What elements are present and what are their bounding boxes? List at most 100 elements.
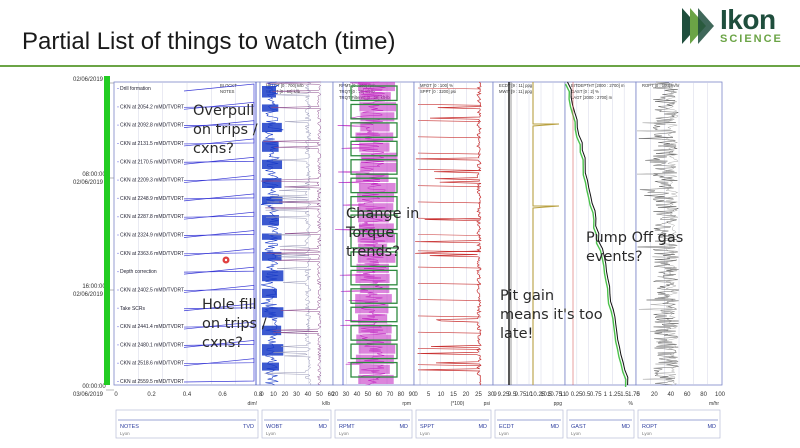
torque-trend-box — [350, 195, 398, 212]
note-label: CKN at 2441.4 mMD/TVDRT — [120, 324, 184, 330]
torque-fill — [355, 294, 392, 304]
torque-fill — [358, 183, 396, 193]
spp-connection-drop — [417, 364, 482, 367]
x-tick-label: 10.75 — [547, 392, 563, 398]
x-unit: % — [629, 401, 634, 407]
note-label: CKN at 2170.5 mMD/TVDRT — [120, 159, 184, 165]
annotation-line: cxns? — [202, 335, 243, 351]
torque-fill — [359, 142, 390, 152]
x-unit: k/lb — [322, 401, 330, 407]
spp-connection-drop — [417, 169, 482, 171]
logo-subtitle: SCIENCE — [720, 33, 783, 45]
note-label: CKN at 2559.5 mMD/TVDRT — [120, 379, 184, 385]
wob-spike — [262, 178, 282, 189]
annotation-line: Torque — [346, 225, 395, 241]
footer-ref: MD — [399, 424, 408, 430]
footer-ref: MD — [478, 424, 487, 430]
annotation-line: means it's too — [500, 307, 603, 323]
spp-connection-drop — [417, 120, 482, 122]
blockt-trace — [183, 321, 255, 346]
wob-spike — [262, 141, 279, 152]
spp-connection-drop — [417, 152, 482, 155]
spp-connection-drop — [417, 315, 482, 318]
torque-fill — [360, 112, 395, 122]
x-tick-label: 20 — [463, 392, 470, 398]
track-legend: MWIT [9 : 11] ppg — [499, 89, 533, 94]
note-label: CKN at 2209.3 mMD/TVDRT — [120, 178, 184, 184]
footer-sub: Lyon — [120, 431, 130, 436]
track-legend: MFOT [0 : 100] % — [420, 83, 453, 88]
torque-fill — [357, 314, 388, 324]
footer-sub: Lyon — [642, 431, 652, 436]
y-tick-time: 00:00:00 — [82, 384, 106, 390]
spp-connection-drop — [417, 299, 482, 301]
spp-connection-drop — [417, 217, 482, 220]
wob-trace — [260, 81, 284, 386]
track-footer-ecd — [494, 409, 564, 439]
x-tick-label: 30 — [293, 392, 300, 398]
torque-trend-box — [350, 325, 398, 341]
rop-aux-trace — [636, 81, 679, 386]
torque-fill — [356, 334, 392, 344]
x-tick-label: 0.2 — [147, 392, 156, 398]
wob-spike — [262, 215, 279, 226]
footer-name: RPMT — [339, 424, 355, 430]
blockt-trace — [183, 138, 255, 163]
logo-mark-icon — [682, 8, 714, 44]
footer-ref: MD — [318, 424, 327, 430]
annotation-line: Overpull — [193, 103, 255, 119]
x-tick-label: 40 — [305, 392, 312, 398]
torque-fill — [357, 193, 395, 203]
blockt-trace — [183, 339, 255, 365]
x-tick-label: 90 — [409, 392, 416, 398]
x-tick-label: 9.5 — [508, 392, 517, 398]
spp-connection-drop — [417, 103, 482, 106]
footer-name: GAST — [571, 424, 587, 430]
x-tick-label: 9.75 — [515, 392, 527, 398]
y-tick-time: 16:00:00 — [82, 284, 106, 290]
spp-connection-drop — [417, 331, 482, 334]
track-footer-spp — [415, 409, 492, 439]
x-tick-label: 1.5 — [620, 392, 629, 398]
torque-fill — [358, 223, 394, 233]
x-tick-label: 20 — [651, 392, 658, 398]
note-label: Depth correction — [120, 269, 157, 275]
blockt-trace — [183, 285, 255, 310]
torque-fill — [360, 122, 390, 132]
hookload-trace — [264, 81, 312, 386]
track-legend: BLOCKT — [220, 83, 237, 88]
spp-connection-drop — [417, 250, 482, 253]
x-tick-label: 0 — [414, 392, 418, 398]
blockt-trace — [183, 101, 255, 126]
x-tick-label: 70 — [387, 392, 394, 398]
torque-trend-box — [350, 361, 398, 378]
torque-trend-box — [350, 251, 398, 268]
footer-name: ROPT — [642, 424, 658, 430]
footer-name: NOTES — [120, 424, 139, 430]
wob-spike — [262, 325, 282, 336]
x-tick-label: 60 — [376, 392, 383, 398]
track-legend: ECDT [9 : 11] ppg — [499, 83, 533, 88]
y-tick-date: 02/06/2019 — [73, 292, 104, 298]
torque-fill — [355, 354, 394, 364]
x-tick-label: 11 — [560, 392, 567, 398]
x-tick-label: 80 — [398, 392, 405, 398]
x-multiplier: (*100) — [451, 401, 465, 407]
torque-trend-box — [350, 103, 398, 120]
track-footer-wob — [261, 409, 332, 439]
blockt-trace — [183, 156, 255, 181]
y-tick-date: 02/06/2019 — [73, 77, 104, 83]
torque-fill — [358, 203, 394, 213]
blockt-trace — [183, 303, 255, 328]
x-tick-label: 50 — [316, 392, 323, 398]
x-tick-label: 0 — [260, 392, 264, 398]
track-footer-gas — [566, 409, 635, 439]
x-tick-label: 0.4 — [183, 392, 192, 398]
x-tick-label: 100 — [715, 392, 726, 398]
footer-name: SPPT — [420, 424, 435, 430]
x-tick-label: 5 — [427, 392, 431, 398]
annotation-line: events? — [586, 249, 643, 265]
mud-log-chart: 02/06/201908:00:0002/06/201916:00:0002/0… — [73, 76, 726, 439]
